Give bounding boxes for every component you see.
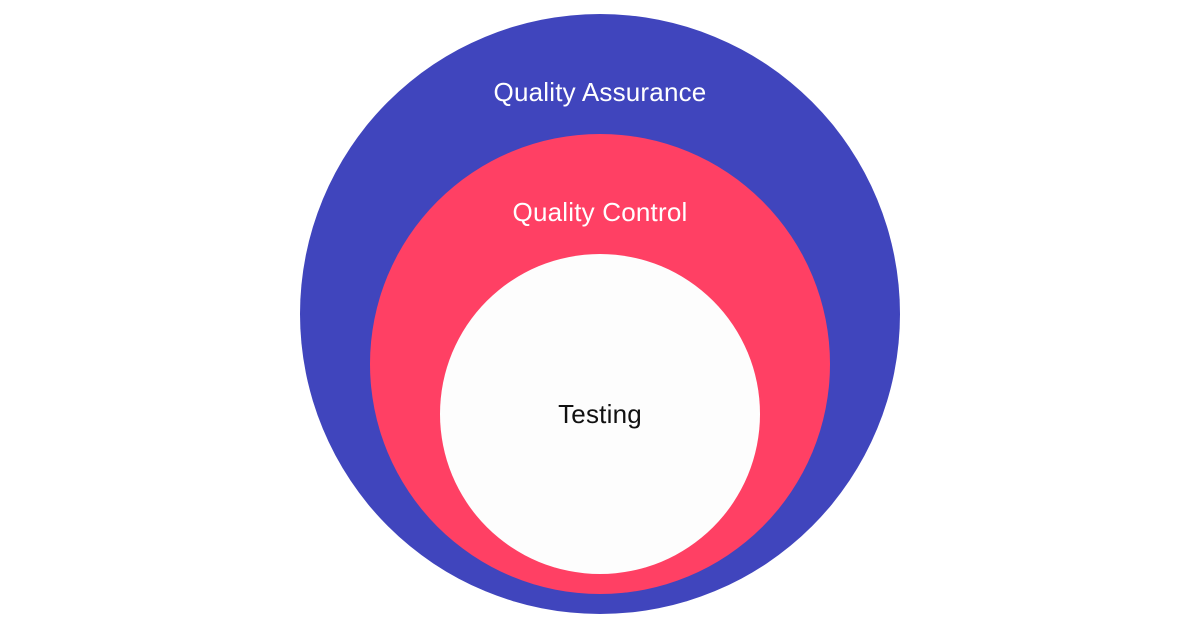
testing-label: Testing xyxy=(558,399,642,429)
testing-circle xyxy=(440,254,760,574)
quality-control-label: Quality Control xyxy=(512,197,688,227)
quality-assurance-label: Quality Assurance xyxy=(493,77,707,107)
